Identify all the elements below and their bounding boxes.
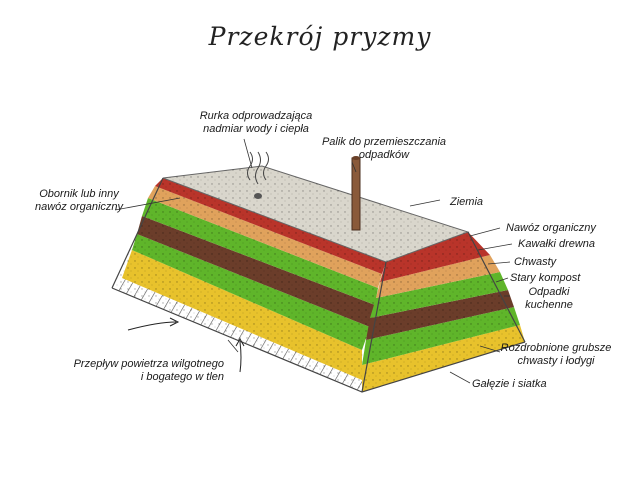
label-stake: Palik do przemieszczania odpadków <box>321 136 447 161</box>
label-manure: Obornik lub inny nawóz organiczny <box>34 188 124 213</box>
right-face-layers <box>362 232 525 392</box>
label-wood-chips: Kawałki drewna <box>518 238 596 250</box>
vent-pipe <box>247 151 269 199</box>
label-weeds: Chwasty <box>514 256 557 268</box>
airflow-arrows <box>127 317 245 373</box>
label-old-compost: Stary kompost <box>510 272 581 284</box>
label-kitchen-waste: Odpadki kuchenne <box>525 286 573 311</box>
front-face-dots <box>112 178 386 392</box>
label-airflow: Przepływ powietrza wilgotnego i bogatego… <box>73 358 224 383</box>
label-branches-mesh: Gałęzie i siatka <box>472 378 547 390</box>
label-vent-pipe: Rurka odprowadzająca nadmiar wody i ciep… <box>199 110 313 135</box>
front-face-layers <box>112 178 386 392</box>
right-face-dots <box>362 232 525 392</box>
label-soil: Ziemia <box>450 196 484 208</box>
label-shredded-stalks: Rozdrobnione grubsze chwasty i łodygi <box>500 342 612 367</box>
diagram-title: Przekrój pryzmy <box>208 22 432 51</box>
label-organic-fertilizer: Nawóz organiczny <box>506 222 596 234</box>
turning-stake <box>351 156 361 231</box>
